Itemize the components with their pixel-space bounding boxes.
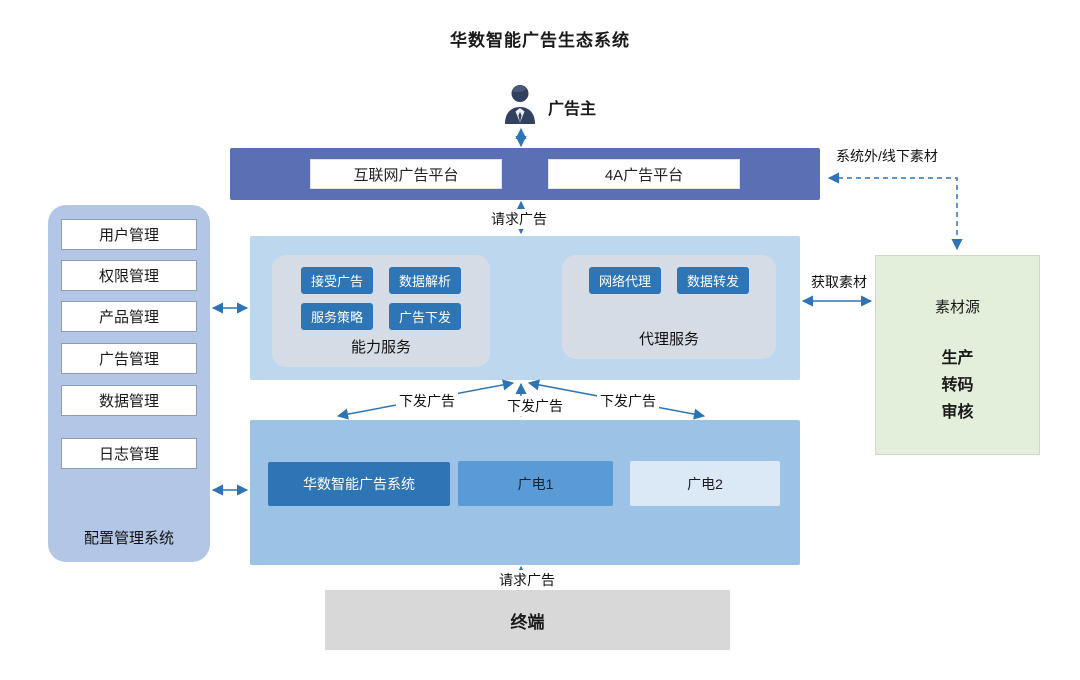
4a-ad-platform: 4A广告平台 — [548, 159, 740, 189]
chip-data-forward: 数据转发 — [677, 267, 750, 294]
config-system-title: 配置管理系统 — [83, 530, 174, 547]
label-dispatch-right: 下发广告 — [597, 391, 659, 411]
advertiser: 广告主 — [502, 84, 596, 129]
config-system-panel: 用户管理 权限管理 产品管理 广告管理 数据管理 日志管理 配置管理系统 — [48, 205, 210, 562]
label-offline-material: 系统外/线下素材 — [833, 146, 941, 166]
proxy-service-box: 网络代理 数据转发 代理服务 — [562, 255, 776, 359]
capability-service-box: 接受广告 数据解析 服务策略 广告下发 能力服务 — [272, 255, 490, 367]
sidebar-item-log-mgmt: 日志管理 — [61, 438, 197, 469]
material-source-box: 素材源 生产 转码 审核 — [875, 255, 1040, 455]
proxy-service-title: 代理服务 — [638, 331, 699, 348]
proxy-chip-grid: 网络代理 数据转发 — [588, 267, 750, 294]
broadcaster1-box: 广电1 — [458, 461, 613, 506]
label-dispatch-left: 下发广告 — [396, 391, 458, 411]
platform-bar: 互联网广告平台 4A广告平台 — [230, 148, 820, 200]
terminal-box: 终端 — [325, 590, 730, 650]
chip-ad-dispatch: 广告下发 — [389, 303, 462, 330]
chip-service-policy: 服务策略 — [300, 303, 373, 330]
material-step-review: 审核 — [941, 404, 974, 421]
connector-offline-material — [827, 172, 963, 251]
wasu-ad-system-box: 华数智能广告系统 — [268, 462, 450, 506]
sidebar-item-user-mgmt: 用户管理 — [61, 219, 197, 250]
page-title: 华数智能广告生态系统 — [450, 31, 630, 50]
capability-chip-grid: 接受广告 数据解析 服务策略 广告下发 — [300, 267, 462, 330]
label-dispatch-center: 下发广告 — [504, 396, 566, 416]
advertiser-label: 广告主 — [548, 100, 597, 118]
sidebar-item-data-mgmt: 数据管理 — [61, 385, 197, 416]
advertiser-icon — [502, 84, 538, 129]
label-get-material: 获取素材 — [808, 272, 870, 292]
internet-ad-platform: 互联网广告平台 — [310, 159, 502, 189]
label-request-ad-bottom: 请求广告 — [496, 570, 558, 590]
material-source-title: 素材源 — [934, 299, 980, 316]
sidebar-item-product-mgmt: 产品管理 — [61, 301, 197, 332]
broadcaster2-box: 广电2 — [630, 461, 780, 506]
material-source-steps: 生产 转码 审核 — [876, 345, 1039, 426]
chip-data-parse: 数据解析 — [389, 267, 462, 294]
services-section: 接受广告 数据解析 服务策略 广告下发 能力服务 网络代理 数据转发 代理服务 — [250, 236, 800, 380]
label-request-ad-top: 请求广告 — [488, 209, 550, 229]
material-step-transcode: 转码 — [941, 377, 974, 394]
delivery-section: 华数智能广告系统 广电1 广电2 — [250, 420, 800, 565]
sidebar-item-ad-mgmt: 广告管理 — [61, 343, 197, 374]
chip-network-proxy: 网络代理 — [588, 267, 661, 294]
chip-accept-ad: 接受广告 — [300, 267, 373, 294]
material-step-produce: 生产 — [941, 350, 974, 367]
capability-service-title: 能力服务 — [350, 339, 411, 356]
sidebar-item-perm-mgmt: 权限管理 — [61, 260, 197, 291]
